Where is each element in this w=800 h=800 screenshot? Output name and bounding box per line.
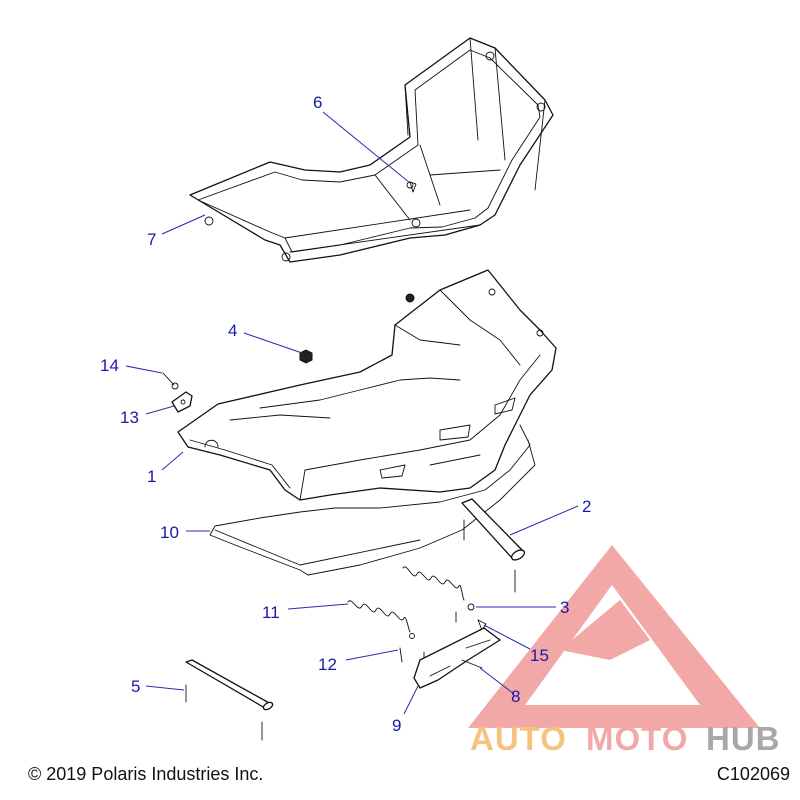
callout-2-label: 2 <box>582 497 591 516</box>
callout-14-label: 14 <box>100 356 119 375</box>
callout-2: 2 <box>509 497 591 536</box>
automotohub-logo: AUTO MOTO HUB <box>468 545 781 757</box>
callout-8: 8 <box>479 667 520 706</box>
callout-10: 10 <box>160 523 210 542</box>
latch-rod <box>461 659 483 669</box>
front-body-panel <box>177 269 557 501</box>
mounting-clip <box>171 391 193 413</box>
callout-6: 6 <box>313 93 411 184</box>
callout-7-label: 7 <box>147 230 156 249</box>
logo-word-moto: MOTO <box>586 720 688 757</box>
latch-bracket <box>413 627 501 689</box>
callout-8-label: 8 <box>511 687 520 706</box>
callout-4: 4 <box>228 321 303 354</box>
callout-15-label: 15 <box>530 646 549 665</box>
callout-9-label: 9 <box>392 716 401 735</box>
callout-5-label: 5 <box>131 677 140 696</box>
callout-9: 9 <box>392 685 419 735</box>
copyright-notice: © 2019 Polaris Industries Inc. <box>28 764 264 784</box>
nut <box>299 349 313 364</box>
body-seal-strip <box>209 424 536 576</box>
logo-word-hub: HUB <box>706 720 781 757</box>
callout-7: 7 <box>147 214 206 249</box>
callout-15: 15 <box>483 624 549 665</box>
callout-11-label: 11 <box>262 603 280 622</box>
diagram-code: C102069 <box>716 764 790 784</box>
logo-word-auto: AUTO <box>470 720 567 757</box>
callout-3: 3 <box>476 598 569 617</box>
bolt-fastener <box>455 611 487 631</box>
callout-13: 13 <box>120 405 175 427</box>
rack-fastener <box>409 181 417 193</box>
callout-1-label: 1 <box>147 467 156 486</box>
callout-6-label: 6 <box>313 93 322 112</box>
callout-12-label: 12 <box>318 655 337 674</box>
callout-3-label: 3 <box>560 598 569 617</box>
callout-4-label: 4 <box>228 321 237 340</box>
tension-spring-left <box>347 600 411 633</box>
callout-14: 14 <box>100 356 163 375</box>
callout-11: 11 <box>262 603 349 622</box>
callout-13-label: 13 <box>120 408 139 427</box>
callout-12: 12 <box>318 649 399 674</box>
callout-1: 1 <box>147 451 184 486</box>
retaining-pin <box>162 372 179 390</box>
pivot-tube <box>461 498 526 593</box>
callout-5: 5 <box>131 677 185 696</box>
front-rack <box>189 37 554 263</box>
small-screw <box>399 633 425 663</box>
callout-10-label: 10 <box>160 523 179 542</box>
lower-pivot-tube <box>185 659 274 741</box>
washer <box>467 603 475 611</box>
tension-spring-right <box>402 566 465 601</box>
